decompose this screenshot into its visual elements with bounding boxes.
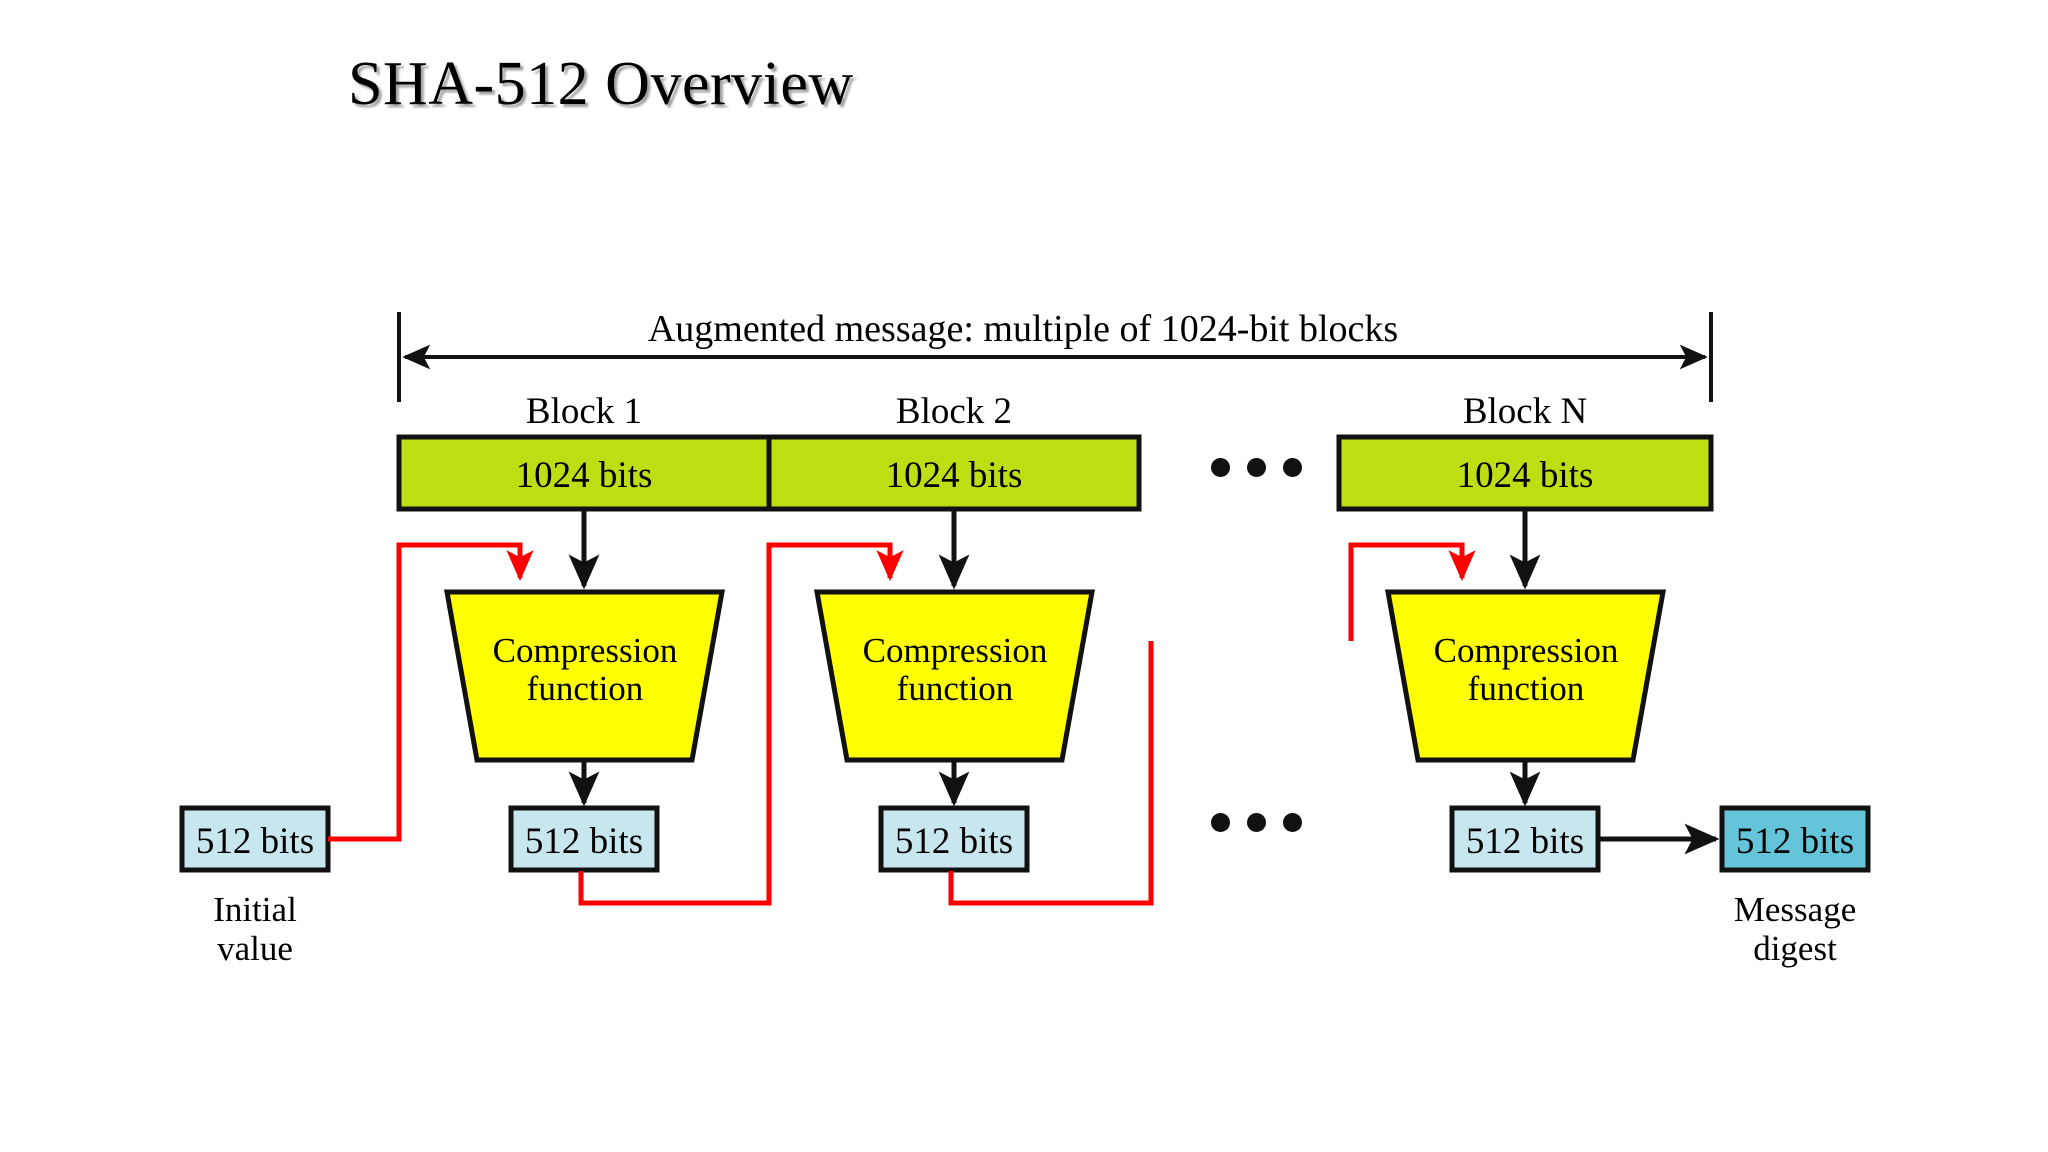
feedback-path-2 xyxy=(948,641,1154,906)
message-block-n[interactable] xyxy=(1336,434,1714,512)
compression-to-state-arrows xyxy=(568,761,1541,807)
chain-row-ellipsis-icon xyxy=(1211,813,1302,832)
state-label-2: 512 bits xyxy=(894,821,1014,862)
initial-value-caption-line1: Initial xyxy=(213,890,297,929)
compression-label-2: Compression function xyxy=(785,632,1125,708)
augmented-message-span xyxy=(397,312,1713,402)
page-title: SHA-512 Overview xyxy=(348,50,854,118)
block-row-ellipsis-icon xyxy=(1211,458,1302,477)
compression-function-n[interactable] xyxy=(1385,589,1666,763)
chaining-feedback-paths xyxy=(328,542,1476,906)
state-label-n: 512 bits xyxy=(1465,821,1585,862)
feedback-path-n xyxy=(1348,542,1476,641)
compression-label-1: Compression function xyxy=(415,632,755,708)
span-caption-text: Augmented message: multiple of 1024-bit … xyxy=(647,308,1399,350)
compression-function-1[interactable] xyxy=(444,589,725,763)
initial-value-caption: Initial value xyxy=(95,890,415,968)
message-block-2[interactable] xyxy=(766,434,1142,512)
block-label-1: Block 1 xyxy=(525,391,643,432)
state-label-1: 512 bits xyxy=(524,821,644,862)
compression-function-2[interactable] xyxy=(814,589,1095,763)
message-digest-caption-line1: Message xyxy=(1733,890,1857,929)
state-box-2[interactable] xyxy=(878,805,1030,873)
feedback-path-iv xyxy=(328,542,534,842)
block-size-2: 1024 bits xyxy=(885,455,1023,496)
compression-label-n-line1: Compression xyxy=(1433,631,1619,670)
message-digest-label: 512 bits xyxy=(1735,821,1855,862)
compression-label-1-line1: Compression xyxy=(492,631,678,670)
block-label-2: Block 2 xyxy=(895,391,1013,432)
block-label-n: Block N xyxy=(1462,391,1588,432)
state-box-1[interactable] xyxy=(508,805,660,873)
message-digest-caption: Message digest xyxy=(1635,890,1955,968)
message-digest-caption-line2: digest xyxy=(1753,929,1837,969)
message-block-1[interactable] xyxy=(396,434,772,512)
block-to-compression-arrows xyxy=(568,511,1541,590)
state-boxes xyxy=(179,805,1871,873)
initial-value-caption-line2: value xyxy=(217,929,293,969)
span-caption: Augmented message: multiple of 1024-bit … xyxy=(0,307,2048,351)
message-digest-box[interactable] xyxy=(1719,805,1871,873)
state-box-n[interactable] xyxy=(1449,805,1601,873)
compression-label-n-line2: function xyxy=(1467,668,1585,708)
message-block-row xyxy=(396,434,1714,512)
block-size-1: 1024 bits xyxy=(515,455,653,496)
compression-function-row xyxy=(444,589,1666,763)
compression-label-2-line2: function xyxy=(896,668,1014,708)
feedback-path-1 xyxy=(578,542,904,906)
block-size-n: 1024 bits xyxy=(1456,455,1594,496)
initial-value-label: 512 bits xyxy=(195,821,315,862)
compression-label-n: Compression function xyxy=(1356,632,1696,708)
compression-label-1-line2: function xyxy=(526,668,644,708)
compression-label-2-line1: Compression xyxy=(862,631,1048,670)
